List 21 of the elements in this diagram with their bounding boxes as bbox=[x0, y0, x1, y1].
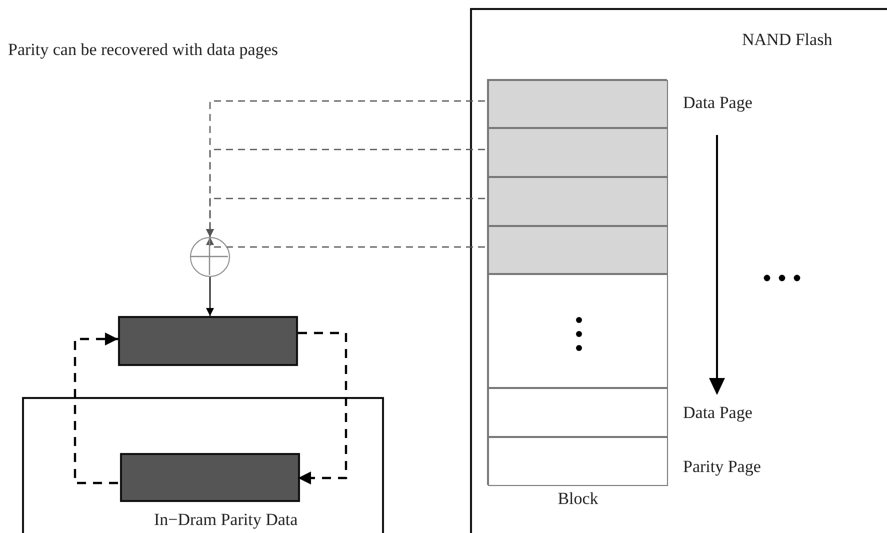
page-label: Parity Page bbox=[683, 457, 761, 477]
note-text: Parity can be recovered with data pages bbox=[8, 40, 278, 60]
data-page-cell bbox=[488, 226, 668, 274]
arrow bbox=[206, 198, 485, 237]
arrow bbox=[74, 332, 118, 484]
node-label: In−Dram Parity Data bbox=[154, 510, 298, 530]
page-label: Data Page bbox=[683, 403, 752, 423]
xor-symbol bbox=[190, 237, 230, 277]
buffer-bar bbox=[120, 453, 300, 502]
nand-flash-panel bbox=[470, 8, 887, 533]
arrow bbox=[298, 332, 348, 484]
data-page-cell bbox=[488, 128, 668, 177]
buffer-bar bbox=[118, 316, 298, 366]
page-range-cell bbox=[488, 274, 668, 388]
node-label: Block bbox=[556, 489, 600, 509]
arrow bbox=[206, 237, 485, 248]
page-label: Data Page bbox=[683, 93, 752, 113]
dram-panel bbox=[22, 397, 384, 533]
node-label: NAND Flash bbox=[742, 30, 832, 50]
data-page-cell bbox=[488, 177, 668, 226]
arrow bbox=[206, 277, 214, 316]
